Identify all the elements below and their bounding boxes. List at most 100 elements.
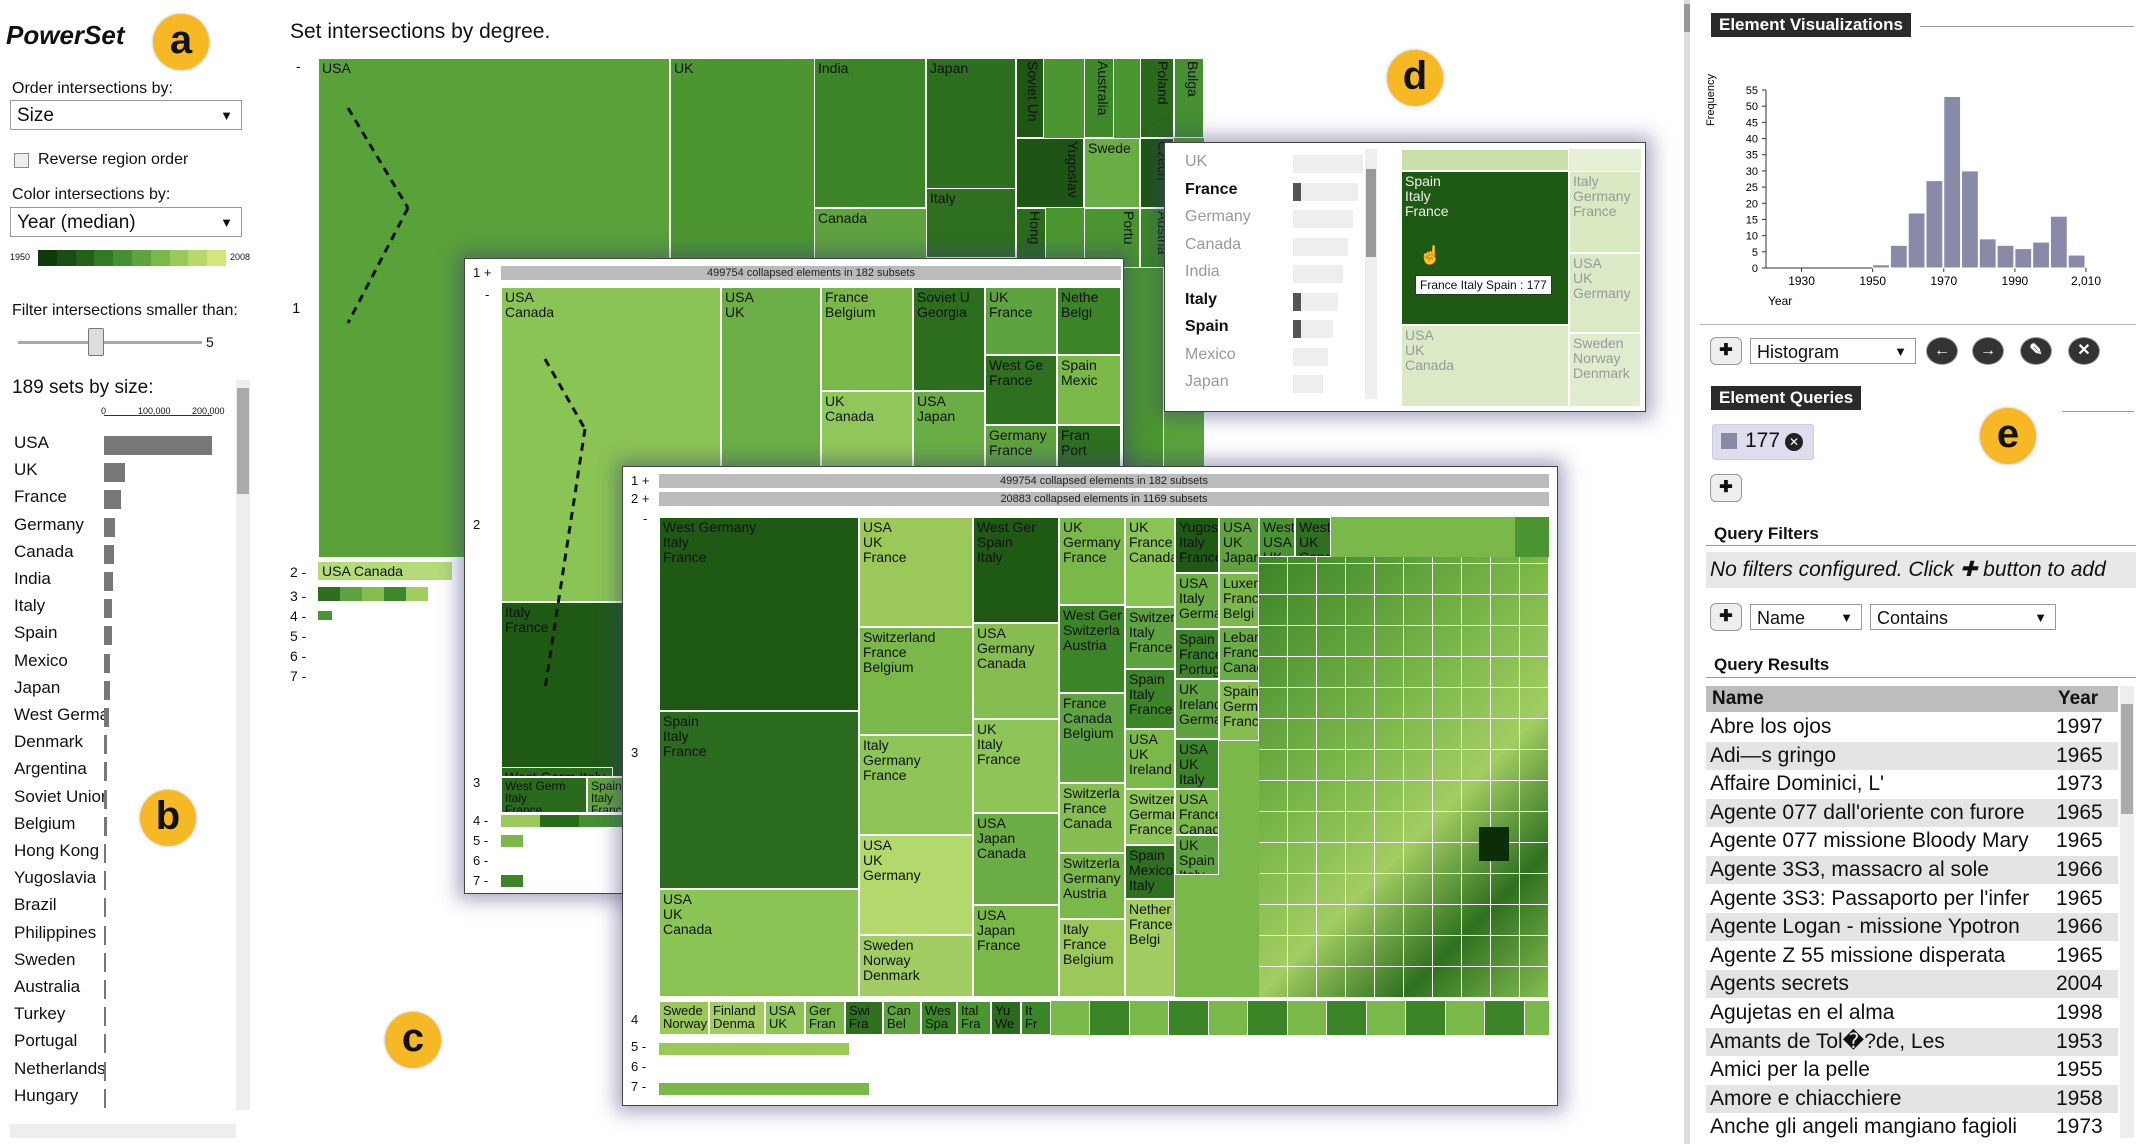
treemap-cell[interactable]: West Ger Switzerla Austria	[1059, 605, 1125, 693]
color-select[interactable]: Year (median) ▼	[10, 207, 242, 237]
treemap-cell[interactable]: USA UK France	[859, 517, 973, 627]
element-queries-tab[interactable]: Element Queries	[1711, 386, 1862, 410]
treemap-cell[interactable]: Bulga	[1174, 58, 1204, 138]
treemap-cell[interactable]: Nethe Belgi	[1057, 287, 1121, 355]
sets-scrollbar[interactable]	[236, 380, 250, 1110]
close-icon[interactable]: ✕	[2068, 337, 2100, 365]
treemap-cell[interactable]: Italy	[926, 188, 1016, 258]
treemap-cell[interactable]: Italy Germany France	[1569, 171, 1641, 253]
treemap-cell[interactable]: Spain France Portug	[1175, 629, 1219, 679]
treemap-cell[interactable]: West Ge France	[985, 355, 1057, 425]
order-select[interactable]: Size ▼	[10, 100, 242, 130]
deg3-bar[interactable]	[318, 587, 428, 601]
popup-scrollbar-thumb[interactable]	[1366, 169, 1376, 257]
treemap-cell[interactable]: West USA UK	[1259, 517, 1295, 557]
set-row[interactable]: Hungary	[14, 1086, 234, 1113]
set-row[interactable]: Portugal	[14, 1031, 234, 1058]
set-row[interactable]: Germany	[14, 515, 234, 542]
treemap-cell[interactable]: USA UK Canada	[1401, 325, 1569, 407]
treemap-cell[interactable]: USA Japan France	[973, 905, 1059, 997]
treemap-cell[interactable]: USA France Canada	[1175, 789, 1219, 835]
p2-collapsed-bar[interactable]: 499754 collapsed elements in 182 subsets	[501, 266, 1121, 280]
treemap-cell[interactable]: UK France Canada	[1125, 517, 1175, 607]
treemap-cell[interactable]: USA UK Japan	[1219, 517, 1259, 573]
set-row[interactable]: Argentina	[14, 759, 234, 786]
arrow-left-icon[interactable]: ←	[1926, 337, 1958, 365]
treemap-cell[interactable]: Swi Fra	[845, 1001, 883, 1035]
treemap-cell[interactable]: USA UK Ireland	[1125, 729, 1175, 789]
treemap-cell[interactable]: Spain Mexic	[1057, 355, 1121, 425]
treemap-cell[interactable]: Switzer German France	[1125, 789, 1175, 845]
set-row[interactable]: Belgium	[14, 814, 234, 841]
treemap-cell[interactable]: USA UK	[765, 1001, 805, 1035]
treemap-cell[interactable]: France Canada Belgium	[1059, 693, 1125, 783]
treemap-cell[interactable]: Ital Fra	[957, 1001, 991, 1035]
result-row[interactable]: Affaire Dominici, L'1973	[1706, 770, 2118, 798]
treemap-cell[interactable]: West Germ Italy France	[501, 777, 587, 813]
treemap-cell[interactable]: It Fr	[1021, 1001, 1051, 1035]
treemap-cell[interactable]: Sweden Norway Denmark	[1569, 333, 1641, 407]
treemap-cell[interactable]: Sweden Norway Denmark	[859, 935, 973, 997]
set-row[interactable]: Soviet Unior	[14, 787, 234, 814]
treemap-cell[interactable]	[1401, 149, 1569, 171]
treemap-cell[interactable]: Finland Denma	[709, 1001, 765, 1035]
popup-set-row[interactable]: UK	[1185, 151, 1365, 177]
treemap-cell[interactable]: Spain Mexico Italy	[1125, 845, 1175, 899]
treemap-cell[interactable]: Leban France Canad	[1219, 627, 1259, 681]
p3-collapsed-bar-1[interactable]: 499754 collapsed elements in 182 subsets	[659, 474, 1549, 488]
set-row[interactable]: USA	[14, 433, 234, 460]
popup-set-row[interactable]: France	[1185, 179, 1365, 205]
popup-set-row[interactable]: Spain	[1185, 316, 1365, 342]
treemap-cell[interactable]: UK Spain Italy	[1175, 835, 1219, 875]
treemap-cell[interactable]: Luxem France Belgi	[1219, 573, 1259, 627]
filter-field-select[interactable]: Name ▼	[1750, 604, 1862, 630]
vis-type-select[interactable]: Histogram ▼	[1750, 338, 1916, 364]
set-row[interactable]: Canada	[14, 542, 234, 569]
treemap-cell[interactable]: Can Bel	[883, 1001, 921, 1035]
set-row[interactable]: Mexico	[14, 651, 234, 678]
results-scrollbar-thumb[interactable]	[2121, 704, 2133, 814]
set-row[interactable]: Japan	[14, 678, 234, 705]
treemap-cell[interactable]: USA UK Canada	[659, 889, 859, 997]
popup-set-row[interactable]: Japan	[1185, 371, 1365, 397]
set-row[interactable]: France	[14, 487, 234, 514]
set-row[interactable]: Australia	[14, 977, 234, 1004]
add-filter-button[interactable]: ✚	[1710, 603, 1742, 631]
treemap-cell[interactable]: India	[814, 58, 926, 208]
treemap-cell[interactable]: Switzerla Germany Austria	[1059, 853, 1125, 919]
treemap-cell[interactable]: Yugoslav	[1016, 138, 1084, 208]
treemap-cell[interactable]: Spain Italy France	[659, 711, 859, 889]
treemap-cell[interactable]: Switzer Italy France	[1125, 607, 1175, 669]
treemap-cell[interactable]: Australia	[1084, 58, 1114, 138]
reverse-checkbox[interactable]	[14, 153, 29, 168]
set-row[interactable]: Spain	[14, 623, 234, 650]
treemap-cell[interactable]: Swede Norway	[659, 1001, 709, 1035]
filter-slider-track[interactable]	[18, 341, 202, 344]
treemap-cell[interactable]: Ger Fran	[805, 1001, 845, 1035]
element-vis-tab[interactable]: Element Visualizations	[1711, 13, 1911, 37]
treemap-cell[interactable]: Soviet U Georgia	[913, 287, 985, 391]
popup-set-row[interactable]: Germany	[1185, 206, 1365, 232]
edit-pencil-icon[interactable]: ✎	[2020, 337, 2052, 365]
popup-set-row[interactable]: India	[1185, 261, 1365, 287]
treemap-cell[interactable]: UK Germany France	[1059, 517, 1125, 605]
treemap-cell[interactable]: West Germany Italy France	[659, 517, 859, 711]
treemap-cell[interactable]: Italy Germany France	[859, 735, 973, 835]
treemap-cell[interactable]: Swede	[1084, 138, 1140, 208]
results-header-name[interactable]: Name	[1712, 688, 1764, 709]
set-row[interactable]: India	[14, 569, 234, 596]
sets-scrollbar-thumb[interactable]	[237, 388, 249, 494]
popup-scrollbar[interactable]	[1365, 149, 1377, 399]
add-query-button[interactable]: ✚	[1710, 474, 1742, 502]
results-scrollbar[interactable]	[2120, 686, 2134, 1138]
treemap-cell[interactable]: Japan	[926, 58, 1016, 208]
